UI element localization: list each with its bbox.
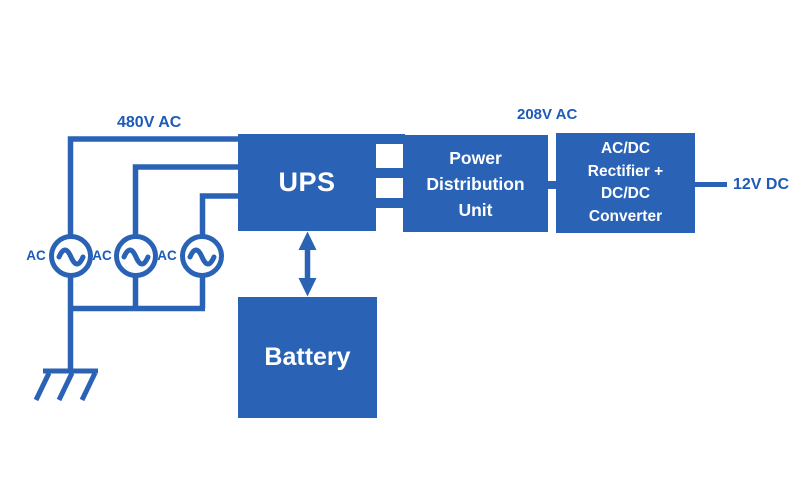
sine-wave-icon: [187, 247, 217, 267]
connector-ups-pdu-1: [374, 134, 405, 144]
intermediate-voltage-label: 208V AC: [517, 106, 578, 123]
connector-pdu-rectifier: [546, 181, 558, 189]
pdu-label-line: Distribution: [426, 173, 525, 194]
pdu-block: Power Distribution Unit: [403, 135, 548, 232]
ups-label: UPS: [278, 167, 336, 197]
ac-source-icons: [49, 234, 224, 278]
battery-block: Battery: [238, 297, 377, 418]
ups-block: UPS: [238, 134, 376, 231]
ac-source-label-2: AC: [92, 248, 112, 263]
rectifier-label-line: Converter: [588, 207, 663, 225]
battery-label: Battery: [264, 343, 351, 371]
pdu-label-line: Power: [449, 147, 502, 168]
connector-dc-output: [695, 182, 727, 187]
connector-ups-pdu-3: [374, 198, 405, 208]
ac-source-icon: [49, 234, 93, 278]
rectifier-label-line: Rectifier +: [587, 162, 664, 180]
input-voltage-label: 480V AC: [117, 114, 182, 131]
input-wires: [67, 136, 240, 371]
ac-source-icon: [114, 234, 158, 278]
ground-icon: [33, 368, 98, 402]
ac-source-label-1: AC: [26, 248, 46, 263]
rectifier-block: AC/DC Rectifier + DC/DC Converter: [556, 133, 695, 233]
wire-source2: [132, 164, 240, 237]
pdu-label-line: Unit: [458, 199, 493, 220]
connector-ups-pdu-2: [374, 168, 405, 178]
sine-wave-icon: [56, 247, 86, 267]
ac-source-icon: [180, 234, 224, 278]
double-arrow-icon: [298, 231, 317, 297]
wire-source3: [199, 193, 240, 237]
sine-wave-icon: [121, 247, 151, 267]
rectifier-label-line: AC/DC: [600, 140, 651, 157]
wire-source1: [67, 136, 240, 237]
ac-source-label-3: AC: [157, 248, 177, 263]
output-voltage-label: 12V DC: [733, 176, 790, 193]
rectifier-label-line: DC/DC: [600, 185, 651, 202]
